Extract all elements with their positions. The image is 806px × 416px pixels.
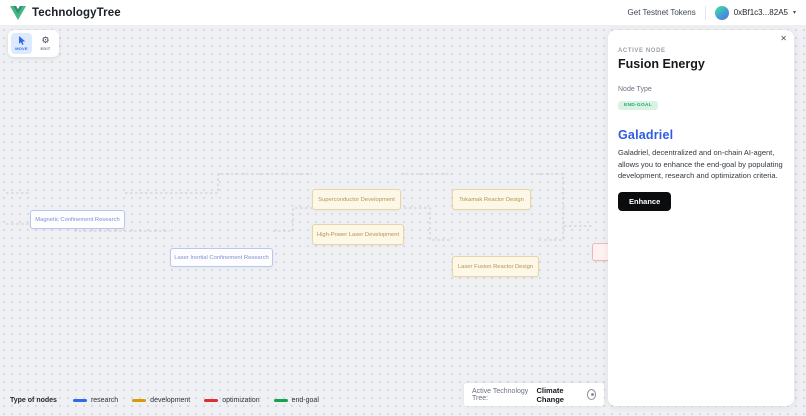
gear-icon: ⚙	[41, 35, 50, 45]
active-node-label: ACTIVE NODE	[618, 48, 666, 54]
app-header: TechnologyTree Get Testnet Tokens 0xBf1c…	[0, 0, 806, 26]
graph-node-laser-inertial-confinement-research[interactable]: Laser Inertial Confinement Research	[170, 248, 273, 267]
cursor-icon	[18, 36, 25, 45]
legend-dash-icon	[72, 399, 87, 402]
graph-edge	[404, 207, 452, 241]
move-tool-label: MOVE	[15, 46, 28, 51]
legend-dash-icon	[132, 399, 147, 402]
app-title: TechnologyTree	[32, 6, 121, 19]
edit-tool-button[interactable]: ⚙ EDIT	[35, 33, 56, 54]
legend-item-optimization: optimization	[204, 397, 260, 404]
graph-node-high-power-laser-development[interactable]: High-Power Laser Development	[312, 224, 404, 245]
brand: TechnologyTree	[10, 5, 121, 20]
legend-item-development: development	[132, 397, 190, 404]
legend-dash-icon	[204, 399, 219, 402]
wallet-avatar	[714, 5, 729, 20]
wallet-address: 0xBf1c3...82A5	[733, 8, 788, 17]
move-tool-button[interactable]: MOVE	[11, 33, 32, 54]
close-icon[interactable]: ✕	[780, 34, 787, 43]
active-tree-label: Active Technology Tree:	[472, 387, 529, 402]
chevron-down-icon: ▾	[792, 10, 796, 16]
app-logo-icon	[10, 5, 26, 20]
legend-dash-icon	[273, 399, 288, 402]
graph-node-magnetic-confinement-research[interactable]: Magnetic Confinement Research	[30, 210, 125, 229]
enhance-button[interactable]: Enhance	[618, 191, 672, 211]
canvas-toolbar: MOVE ⚙ EDIT	[8, 30, 59, 57]
graph-node-laser-fusion-reactor-design[interactable]: Laser Fusion Reactor Design	[452, 256, 539, 277]
graph-edge	[273, 207, 312, 232]
node-type-badge: END-GOAL	[618, 101, 658, 110]
node-type-label: Node Type	[618, 86, 652, 93]
active-tree-value: Climate Change	[536, 385, 564, 404]
graph-edge	[531, 173, 592, 227]
graph-edge	[125, 173, 312, 194]
legend-item-label: optimization	[222, 397, 260, 404]
get-testnet-tokens-link[interactable]: Get Testnet Tokens	[627, 8, 696, 17]
graph-edge	[539, 226, 564, 241]
galadriel-description: Galadriel, decentralized and on-chain AI…	[618, 148, 783, 181]
legend-item-label: end-goal	[291, 397, 319, 404]
header-right: Get Testnet Tokens 0xBf1c3...82A5 ▾	[627, 5, 796, 20]
header-divider	[704, 5, 706, 20]
galadriel-logo: Galadriel	[618, 128, 674, 142]
legend-item-label: development	[150, 397, 191, 404]
wallet-menu[interactable]: 0xBf1c3...82A5 ▾	[714, 5, 796, 20]
legend-items: research development optimization end-goal	[72, 397, 319, 404]
active-tree-bar: Active Technology Tree: Climate Change	[464, 383, 604, 406]
tree-switcher-icon[interactable]	[586, 389, 596, 400]
active-node-panel: ✕ ACTIVE NODE Fusion Energy Node Type EN…	[608, 30, 794, 406]
legend-item-label: research	[90, 397, 119, 404]
node-type-legend: Type of nodes research development optimiz…	[10, 397, 319, 404]
legend-item-end-goal: end-goal	[273, 397, 319, 404]
active-node-title: Fusion Energy	[618, 57, 705, 71]
legend-title: Type of nodes	[10, 397, 57, 404]
graph-node-tokamak-reactor-design[interactable]: Tokamak Reactor Design	[452, 189, 531, 210]
edit-tool-label: EDIT	[40, 46, 51, 51]
graph-node-superconductor-development[interactable]: Superconductor Development	[312, 189, 401, 210]
legend-item-research: research	[72, 397, 119, 404]
